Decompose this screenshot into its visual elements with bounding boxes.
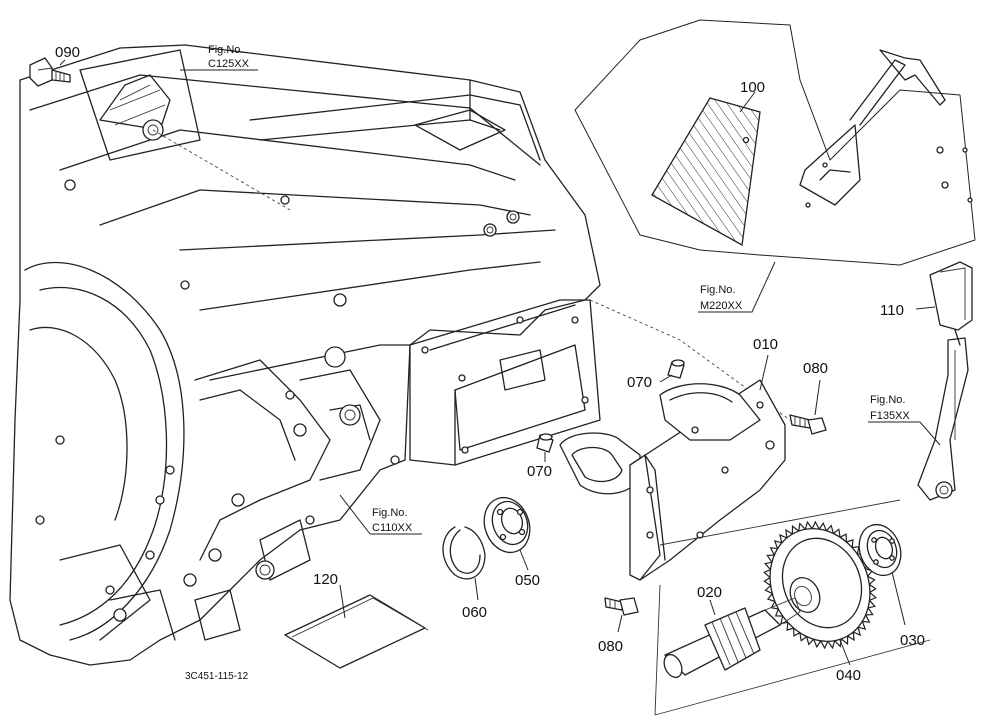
label-100: 100 (740, 79, 765, 96)
part-number-labels: 090 100 010 070 070 080 080 110 050 060 … (55, 44, 925, 684)
label-110: 110 (880, 302, 904, 319)
leader-070-upper (659, 374, 673, 383)
upper-lever-assembly (799, 49, 973, 208)
label-020: 020 (697, 584, 722, 601)
label-070-lower: 070 (527, 463, 552, 480)
part-010-gear-case (629, 379, 901, 581)
case-holes (35, 179, 520, 622)
part-050-bearing (483, 496, 531, 571)
part-100-decal (574, 19, 976, 266)
label-120: 120 (313, 571, 338, 588)
part-090-bolt (29, 57, 71, 87)
part-070-pin-lower (536, 433, 554, 453)
label-070-upper: 070 (627, 374, 652, 391)
leader-010 (759, 354, 769, 391)
part-040-large-gear (763, 520, 877, 666)
label-080-lower: 080 (598, 638, 623, 655)
part-120-sheet (284, 584, 429, 669)
part-060-snap-ring (442, 526, 486, 601)
fig-ref-f135: Fig.No. F135XX (868, 394, 941, 446)
label-040: 040 (836, 667, 861, 684)
leader-110 (915, 306, 936, 310)
leader-080-lower (617, 614, 623, 633)
part-030-bearing (858, 523, 906, 626)
gasket (559, 432, 641, 495)
part-110-knob (929, 261, 973, 346)
svg-text:Fig.No.: Fig.No. (372, 507, 407, 519)
label-080-upper: 080 (803, 360, 828, 377)
lower-lever (917, 337, 969, 501)
drawing-code: 3C451-115-12 (185, 671, 249, 682)
pto-cover-box (409, 299, 601, 466)
part-020-shaft (663, 597, 801, 679)
svg-text:M220XX: M220XX (700, 300, 743, 312)
leader-080-upper (814, 379, 821, 416)
part-080-bolt-lower (604, 597, 639, 616)
transmission-case (9, 44, 791, 666)
svg-text:C110XX: C110XX (372, 522, 413, 534)
svg-text:C125XX: C125XX (208, 58, 250, 70)
fig-ref-c125: Fig.No. C125XX (180, 44, 258, 71)
label-030: 030 (900, 632, 925, 649)
part-070-pin-upper (667, 359, 685, 379)
svg-text:Fig.No.: Fig.No. (700, 284, 735, 296)
svg-text:Fig.No.: Fig.No. (208, 44, 243, 56)
label-090: 090 (55, 44, 80, 61)
svg-text:Fig.No.: Fig.No. (870, 394, 905, 406)
assembly-frame (654, 584, 931, 716)
label-010: 010 (753, 336, 778, 353)
fig-ref-c110: Fig.No. C110XX (339, 494, 422, 535)
svg-text:F135XX: F135XX (870, 410, 910, 422)
label-060: 060 (462, 604, 487, 621)
label-050: 050 (515, 572, 540, 589)
part-080-bolt-upper (789, 414, 827, 435)
fig-ref-m220: Fig.No. M220XX (698, 261, 776, 313)
